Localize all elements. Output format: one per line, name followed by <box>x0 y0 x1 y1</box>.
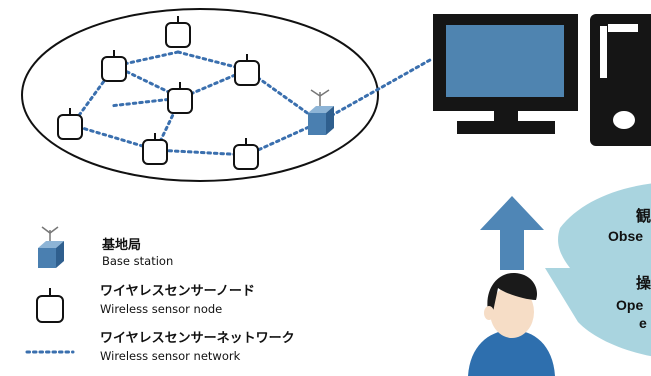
legend-sensor-node-label-en: Wireless sensor node <box>100 302 223 316</box>
bubble-text-observe-jp: 観 <box>636 208 651 225</box>
legend-sensor-network-label-jp: ワイヤレスセンサーネットワーク <box>100 331 295 346</box>
up-arrow-icon <box>480 196 544 270</box>
legend-sensor-network-label-en: Wireless sensor network <box>100 349 241 363</box>
bubble-text-operate-en-2: e <box>639 315 647 331</box>
legend-base-station-label-jp: 基地局 <box>102 238 142 253</box>
base-station-icon <box>308 89 334 135</box>
bubble-text-operate-en: Ope <box>616 297 644 313</box>
sensor-node <box>57 108 83 140</box>
sensor-nodes <box>57 16 260 170</box>
legend-sensor-node-label-jp: ワイヤレスセンサーノード <box>100 284 255 299</box>
sensor-node <box>165 16 191 48</box>
speech-bubble <box>545 183 651 357</box>
bubble-text-operate-jp: 操 <box>636 275 651 292</box>
legend-base-station-label-en: Base station <box>102 254 174 268</box>
sensor-node <box>233 138 259 170</box>
sensor-node <box>142 133 168 165</box>
sensor-node <box>234 54 260 86</box>
sensor-node <box>101 50 127 82</box>
person-icon <box>468 272 555 376</box>
sensor-field-ellipse <box>21 8 379 182</box>
computer-tower-icon <box>590 14 651 146</box>
legend-sensor-node-icon <box>36 288 64 323</box>
legend-base-station-icon <box>38 226 64 268</box>
monitor-icon <box>433 14 578 134</box>
sensor-node <box>167 82 193 114</box>
bubble-text-observe-en: Obse <box>608 228 644 244</box>
